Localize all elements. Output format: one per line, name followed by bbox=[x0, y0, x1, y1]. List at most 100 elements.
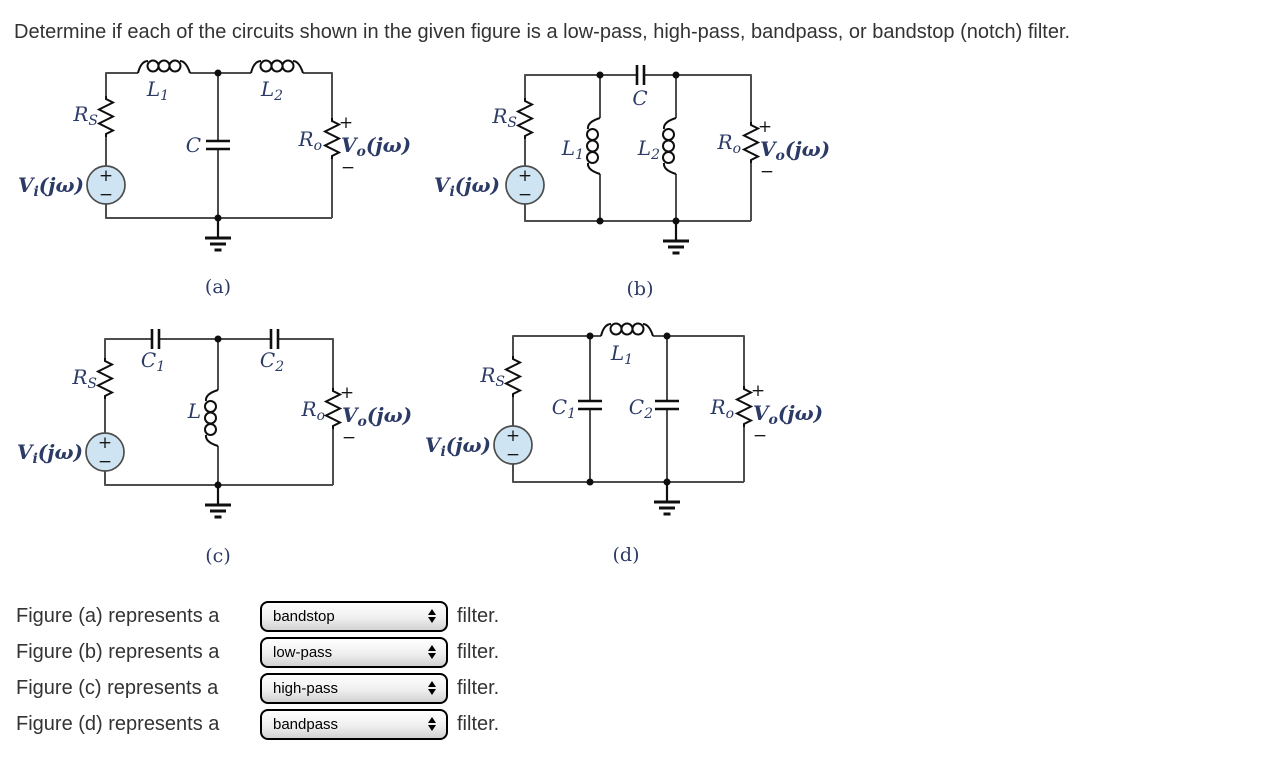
vo-minus-sign: − bbox=[341, 158, 355, 178]
ro-label: Ro bbox=[710, 395, 735, 422]
vi-label: Vi(jω) bbox=[434, 173, 500, 200]
c-label: C bbox=[632, 86, 647, 110]
vo-plus-sign: + bbox=[340, 383, 354, 403]
vo-label: Vo(jω) bbox=[342, 403, 412, 430]
circuit-caption: (b) bbox=[627, 278, 654, 300]
question-prefix: Figure (d) represents a bbox=[16, 712, 220, 735]
l1-inductor bbox=[137, 59, 191, 74]
select-spinner-icon bbox=[428, 681, 436, 695]
circuit-caption: (a) bbox=[205, 276, 231, 298]
rs-resistor bbox=[96, 96, 116, 137]
circuit-caption: (d) bbox=[613, 544, 640, 566]
source-minus-sign: − bbox=[99, 185, 113, 205]
l-label: L bbox=[187, 399, 201, 423]
rs-label: RS bbox=[479, 363, 505, 390]
select-spinner-icon bbox=[428, 645, 436, 659]
c2-capacitor bbox=[269, 329, 280, 349]
question-row-a: Figure (a) represents a bandstop filter. bbox=[16, 600, 499, 632]
l2-label: L2 bbox=[637, 136, 660, 163]
ground-icon bbox=[654, 482, 680, 516]
rs-resistor bbox=[515, 98, 535, 139]
node-dot bbox=[214, 335, 222, 343]
vo-minus-sign: − bbox=[753, 426, 767, 446]
vo-plus-sign: + bbox=[751, 381, 765, 401]
ro-label: Ro bbox=[301, 397, 326, 424]
vi-label: Vi(jω) bbox=[17, 440, 83, 467]
node-dot bbox=[214, 69, 222, 77]
filter-select-c[interactable]: high-pass bbox=[260, 672, 448, 704]
question-suffix: filter. bbox=[457, 712, 500, 735]
selected-filter-value: high-pass bbox=[273, 679, 339, 697]
source-plus-sign: + bbox=[99, 166, 113, 186]
vo-minus-sign: − bbox=[760, 162, 774, 182]
c1-capacitor bbox=[150, 329, 161, 349]
circuit-b-diagram: + − RS C L1 L2 Ro + Vo(jω) − Vi(jω) (b) bbox=[434, 65, 830, 300]
question-suffix: filter. bbox=[457, 676, 500, 699]
vo-plus-sign: + bbox=[758, 117, 772, 137]
source-minus-sign: − bbox=[518, 185, 532, 205]
question-row-b: Figure (b) represents a low-pass filter. bbox=[16, 636, 499, 668]
vo-label: Vo(jω) bbox=[341, 133, 411, 160]
ro-resistor bbox=[322, 118, 342, 159]
node-dot bbox=[586, 332, 594, 340]
node-dot bbox=[586, 478, 594, 486]
source-minus-sign: − bbox=[506, 445, 520, 465]
filter-select-d[interactable]: bandpass bbox=[260, 708, 448, 740]
vi-label: Vi(jω) bbox=[425, 433, 491, 460]
c1-capacitor bbox=[578, 399, 602, 411]
c2-label: C2 bbox=[260, 348, 284, 375]
vo-label: Vo(jω) bbox=[760, 137, 830, 164]
l2-inductor bbox=[250, 59, 304, 74]
node-dot bbox=[596, 217, 604, 225]
rs-label: RS bbox=[71, 365, 97, 392]
filter-select-a[interactable]: bandstop bbox=[260, 600, 448, 632]
question-prefix: Figure (b) represents a bbox=[16, 640, 220, 663]
ro-resistor bbox=[741, 122, 761, 163]
question-prefix: Figure (a) represents a bbox=[16, 604, 220, 627]
filter-select-b[interactable]: low-pass bbox=[260, 636, 448, 668]
circuit-d-diagram: + − RS L1 C1 C2 Ro + Vo(jω) − Vi(jω) (d) bbox=[425, 322, 823, 566]
ro-label: Ro bbox=[717, 130, 742, 157]
question-suffix: filter. bbox=[457, 604, 500, 627]
source-plus-sign: + bbox=[98, 433, 112, 453]
l1-label: L1 bbox=[610, 341, 633, 368]
circuit-caption: (c) bbox=[205, 545, 230, 567]
c1-label: C1 bbox=[552, 395, 576, 422]
selected-filter-value: bandpass bbox=[273, 715, 339, 733]
wires bbox=[512, 335, 745, 483]
question-suffix: filter. bbox=[457, 640, 500, 663]
vo-minus-sign: − bbox=[342, 428, 356, 448]
selected-filter-value: low-pass bbox=[273, 643, 333, 661]
c-capacitor bbox=[635, 65, 646, 85]
vo-label: Vo(jω) bbox=[753, 401, 823, 428]
question-prefix: Figure (c) represents a bbox=[16, 676, 219, 699]
l2-label: L2 bbox=[260, 77, 283, 104]
vi-source: + − bbox=[505, 165, 545, 205]
l1-label: L1 bbox=[561, 136, 584, 163]
select-spinner-icon bbox=[428, 609, 436, 623]
rs-resistor bbox=[95, 358, 115, 399]
source-minus-sign: − bbox=[98, 452, 112, 472]
c2-label: C2 bbox=[629, 395, 653, 422]
ground-icon bbox=[205, 218, 231, 252]
c2-capacitor bbox=[655, 399, 679, 411]
vo-plus-sign: + bbox=[339, 113, 353, 133]
node-dot bbox=[663, 332, 671, 340]
l1-inductor bbox=[600, 322, 654, 337]
vi-source: + − bbox=[85, 432, 125, 472]
vi-source: + − bbox=[493, 425, 533, 465]
circuit-a-diagram: + − RS L1 L2 C Ro + Vo(jω) − Vi(jω) (a) bbox=[18, 59, 411, 298]
problem-title: Determine if each of the circuits shown … bbox=[14, 21, 1071, 43]
l1-inductor bbox=[586, 117, 601, 175]
c1-label: C1 bbox=[141, 348, 165, 375]
rs-label: RS bbox=[491, 104, 517, 131]
node-dot bbox=[672, 71, 680, 79]
ro-resistor bbox=[323, 388, 343, 429]
wires bbox=[105, 72, 333, 219]
question-row-c: Figure (c) represents a high-pass filter… bbox=[16, 672, 499, 704]
vi-label: Vi(jω) bbox=[18, 173, 84, 200]
select-spinner-icon bbox=[428, 717, 436, 731]
source-plus-sign: + bbox=[506, 426, 520, 446]
l1-label: L1 bbox=[146, 77, 169, 104]
l-inductor bbox=[204, 389, 219, 447]
